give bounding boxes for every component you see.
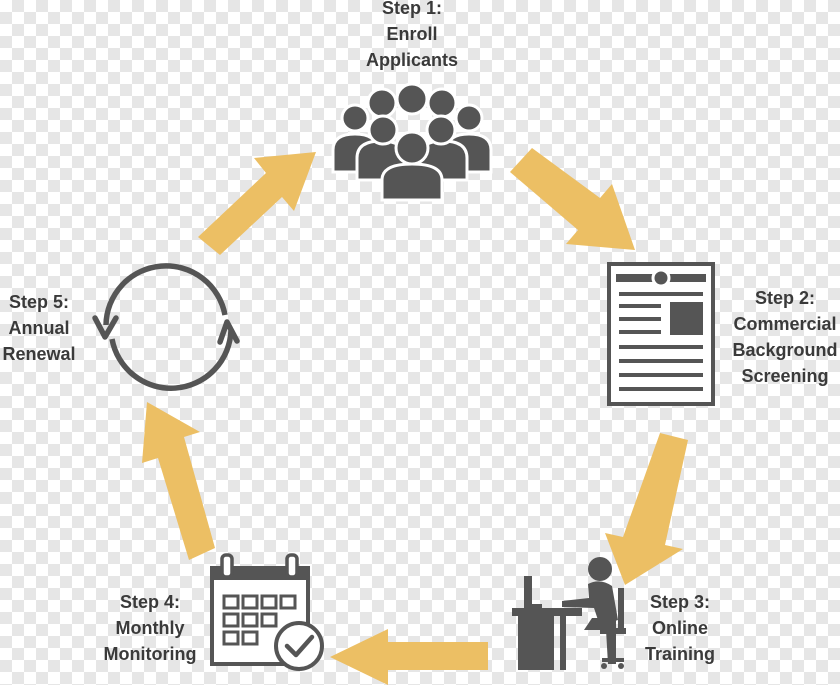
step-5-title-line-1: Annual [8,318,70,338]
arrow-step4-to-step5 [142,402,215,560]
step-1-number: Step 1: [381,0,442,18]
step-2-label: Step 2: Commercial Background Screening [724,285,840,389]
step-2-title-line-3: Screening [741,366,829,386]
calendar-check-icon [210,553,324,671]
step-1-title-line-2: Applicants [365,50,458,70]
step-3-title-line-2: Training [644,644,715,664]
arrow-step3-to-step4 [330,629,488,685]
step-2-title-line-1: Commercial [733,314,837,334]
step-4-title-line-1: Monthly [115,618,185,638]
step-5-title-line-2: Renewal [2,344,76,364]
step-2-title-line-2: Background [732,340,838,360]
arrow-step1-to-step2 [510,148,635,250]
document-icon [607,262,715,406]
step-4-number: Step 4: [119,592,180,612]
arrow-step2-to-step3 [605,433,688,585]
step-3-title-line-1: Online [651,618,708,638]
step-3-number: Step 3: [649,592,710,612]
group-of-people-icon [331,82,493,202]
step-4-label: Step 4: Monthly Monitoring [98,589,202,667]
cycle-arrows-icon [92,263,240,391]
step-3-label: Step 3: Online Training [628,589,732,667]
flow-arrows [142,148,688,685]
step-5-label: Step 5: Annual Renewal [0,289,82,367]
step-4-title-line-2: Monitoring [103,644,197,664]
step-2-number: Step 2: [754,288,815,308]
arrow-step5-to-step1 [198,152,316,255]
person-at-computer-icon [512,557,626,670]
step-1-label: Step 1: Enroll Applicants [352,0,472,73]
step-1-title-line-1: Enroll [386,24,438,44]
step-5-number: Step 5: [8,292,69,312]
